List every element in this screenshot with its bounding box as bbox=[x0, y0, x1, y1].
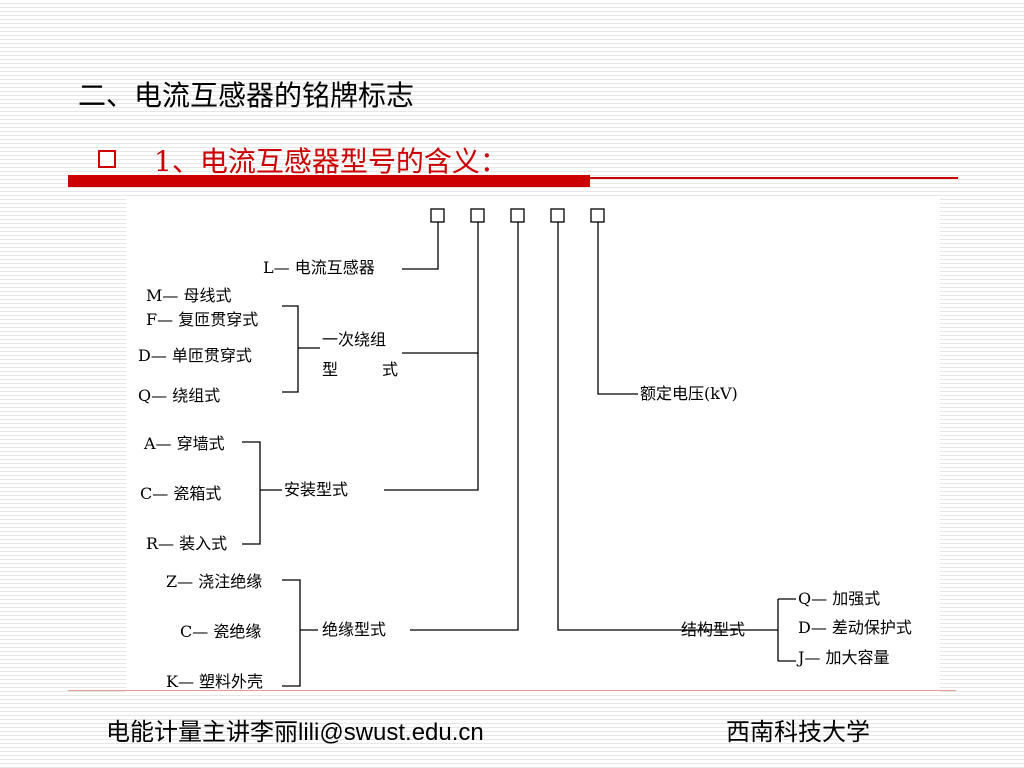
connector-winding-type bbox=[402, 222, 479, 354]
label-porcelain-box: C— 瓷箱式 bbox=[140, 484, 222, 503]
label-busbar-type: M— 母线式 bbox=[146, 286, 232, 305]
code-box-4 bbox=[550, 208, 565, 223]
label-porcelain-insulation: C— 瓷绝缘 bbox=[180, 622, 262, 641]
label-wall-through: A— 穿墙式 bbox=[144, 434, 225, 453]
label-single-turn-through: D— 单匝贯穿式 bbox=[138, 346, 252, 365]
footer-university: 西南科技大学 bbox=[726, 718, 870, 746]
title-underline-bar bbox=[68, 175, 590, 187]
label-primary-winding: 一次绕组 bbox=[322, 330, 387, 349]
bullet-text: 1、电流互感器型号的含义： bbox=[154, 145, 508, 178]
connector-structure-type bbox=[557, 222, 760, 631]
label-increased-capacity: J— 加大容量 bbox=[798, 648, 890, 667]
label-insulation-type: 绝缘型式 bbox=[322, 620, 387, 639]
label-reinforced: Q— 加强式 bbox=[798, 589, 881, 608]
code-box-2 bbox=[470, 208, 485, 223]
model-code-diagram: L— 电流互感器 M— 母线式 F— 复匝贯穿式 D— 单匝贯穿式 Q— 绕组式… bbox=[126, 196, 940, 693]
footer-divider bbox=[68, 690, 956, 691]
code-box-3 bbox=[510, 208, 525, 223]
bracket-install bbox=[242, 441, 282, 545]
label-install-type: 安装型式 bbox=[284, 480, 349, 499]
label-winding-type: Q— 绕组式 bbox=[138, 386, 221, 405]
title-underline-line bbox=[590, 177, 958, 179]
bracket-winding bbox=[282, 305, 320, 393]
connector-install-type bbox=[384, 353, 479, 491]
label-differential-protection: D— 差动保护式 bbox=[798, 618, 912, 637]
connector-current-transformer bbox=[402, 222, 439, 270]
square-bullet-icon bbox=[98, 150, 116, 168]
connector-rated-voltage bbox=[597, 222, 638, 395]
slide-title: 二、电流互感器的铭牌标志 bbox=[78, 79, 415, 112]
code-box-5 bbox=[590, 208, 605, 223]
bracket-structure bbox=[760, 598, 796, 662]
label-style-char: 式 bbox=[382, 360, 399, 379]
label-structure-type: 结构型式 bbox=[681, 620, 746, 639]
label-built-in: R— 装入式 bbox=[146, 534, 228, 553]
label-plastic-shell: K— 塑料外壳 bbox=[166, 672, 264, 691]
diagram-connectors bbox=[242, 208, 796, 687]
label-multi-turn-through: F— 复匝贯穿式 bbox=[146, 310, 259, 329]
label-type-char: 型 bbox=[322, 360, 339, 379]
label-rated-voltage: 额定电压(kV) bbox=[640, 384, 738, 403]
label-current-transformer: L— 电流互感器 bbox=[263, 258, 375, 277]
bracket-insulation bbox=[282, 579, 318, 687]
footer-lecturer: 电能计量主讲李丽lili@swust.edu.cn bbox=[106, 719, 484, 746]
code-box-1 bbox=[430, 208, 445, 223]
label-cast-insulation: Z— 浇注绝缘 bbox=[166, 572, 263, 591]
connector-insulation-type bbox=[410, 222, 519, 631]
